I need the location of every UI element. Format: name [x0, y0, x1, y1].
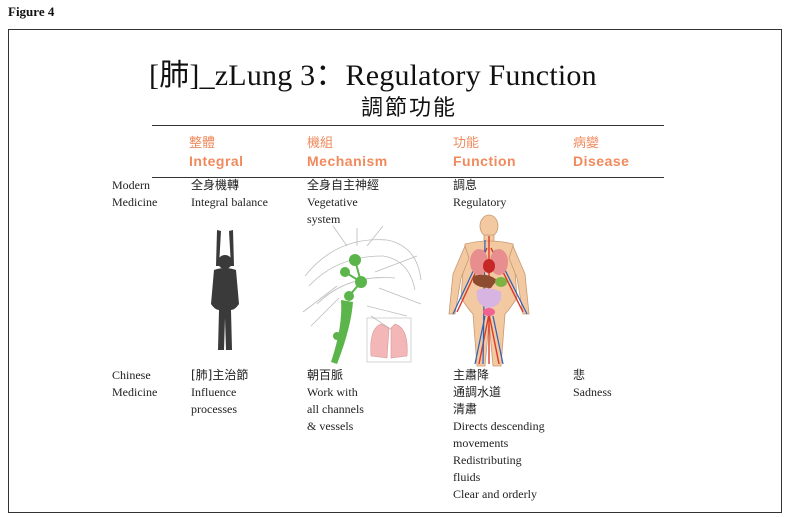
column-header-function: Function — [453, 153, 517, 169]
column-header-zh-disease: 病變 — [573, 136, 600, 151]
chinese-function-cell: 主肅降 通調水道 清肅 Directs descending movements… — [453, 368, 545, 501]
column-header-disease: Disease — [573, 153, 630, 169]
row-label-modern-medicine: Modern Medicine — [112, 178, 158, 209]
column-header-integral: Integral — [189, 153, 244, 169]
autonomic-nervous-system-diagram-icon — [302, 225, 422, 364]
column-header-mechanism: Mechanism — [307, 153, 388, 169]
page-title: [肺]_zLung 3：Regulatory Function — [149, 59, 597, 92]
page-subtitle: 調節功能 — [361, 96, 458, 121]
chinese-mechanism-cell: 朝百脈 Work with all channels & vessels — [307, 368, 364, 433]
figure-frame: [肺]_zLung 3：Regulatory Function 調節功能 整體 … — [8, 29, 782, 513]
header-rule-top — [152, 125, 664, 126]
modern-function-cell: 調息 Regulatory — [453, 178, 507, 209]
modern-mechanism-cell: 全身自主神經 Vegetative system — [307, 178, 380, 226]
header-rule-bottom — [152, 177, 664, 178]
chinese-integral-cell: [肺]主治節 Influence processes — [191, 368, 249, 416]
row-label-chinese-medicine: Chinese Medicine — [112, 368, 158, 399]
column-header-zh-function: 功能 — [453, 136, 480, 151]
column-header-zh-integral: 整體 — [189, 136, 216, 151]
column-header-zh-mechanism: 機組 — [307, 136, 334, 151]
human-anatomy-organs-vessels-icon — [448, 214, 530, 367]
modern-integral-cell: 全身機轉 Integral balance — [191, 178, 268, 209]
chinese-disease-cell: 悲 Sadness — [573, 368, 612, 399]
figure-label: Figure 4 — [8, 4, 55, 19]
human-silhouette-arms-raised-icon — [211, 230, 239, 350]
